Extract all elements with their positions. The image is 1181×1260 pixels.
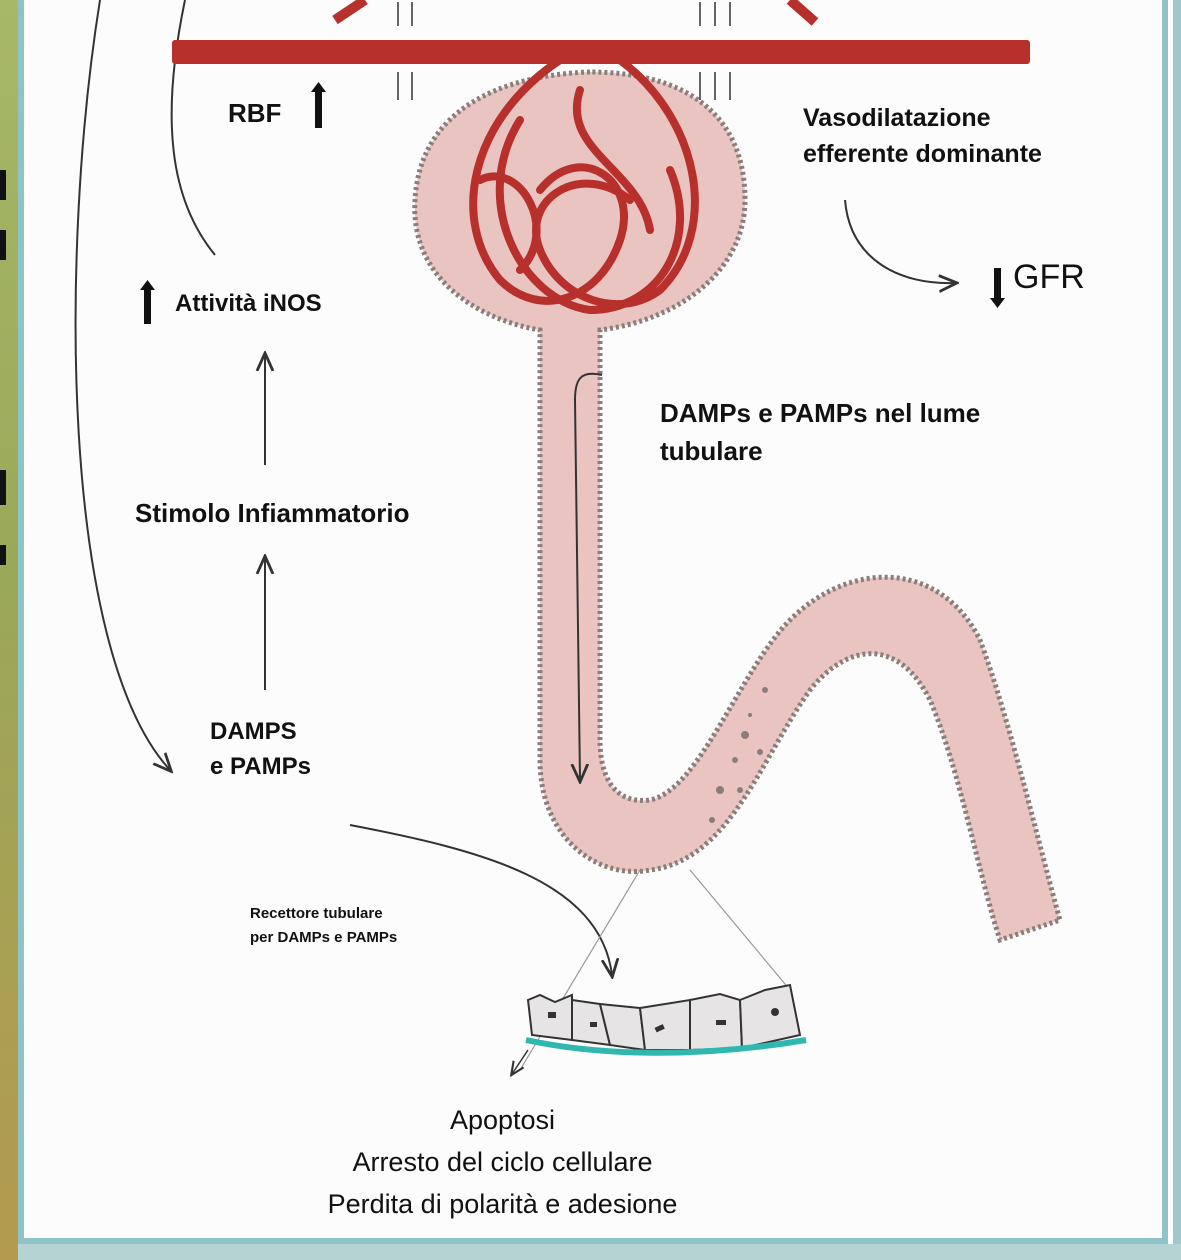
rbf-label: RBF xyxy=(228,98,281,129)
feedback-arrow-inner xyxy=(172,0,215,255)
arrow-to-effects xyxy=(512,1050,528,1074)
gfr-arrow xyxy=(845,200,955,283)
feedback-arrow-outer xyxy=(76,0,170,770)
up-arrow-inos xyxy=(140,280,155,324)
arteriole xyxy=(172,40,1030,64)
inos-label: Attività iNOS xyxy=(175,290,322,318)
gfr-label: GFR xyxy=(1013,258,1085,297)
damps-label: DAMPS e PAMPs xyxy=(210,715,311,785)
damps-lume-label: DAMPs e PAMPs nel lume tubulare xyxy=(660,395,980,470)
bowman-capsule xyxy=(415,72,1060,940)
arrow-damps-to-receptor xyxy=(350,825,612,975)
epithelial-cells xyxy=(528,985,800,1050)
stimolo-label: Stimolo Infiammatorio xyxy=(135,498,409,529)
arrow-top-right xyxy=(790,0,815,22)
recettore-label: Recettore tubulare per DAMPs e PAMPs xyxy=(250,902,397,950)
down-arrow-gfr xyxy=(990,268,1005,308)
zoom-line-right xyxy=(690,870,790,990)
vasodilatazione-label: Vasodilatazione efferente dominante xyxy=(803,100,1042,173)
up-arrow-rbf xyxy=(311,82,326,128)
effects-label: Apoptosi Arresto del ciclo cellulare Per… xyxy=(290,1100,715,1226)
arrow-top-left xyxy=(335,0,365,20)
